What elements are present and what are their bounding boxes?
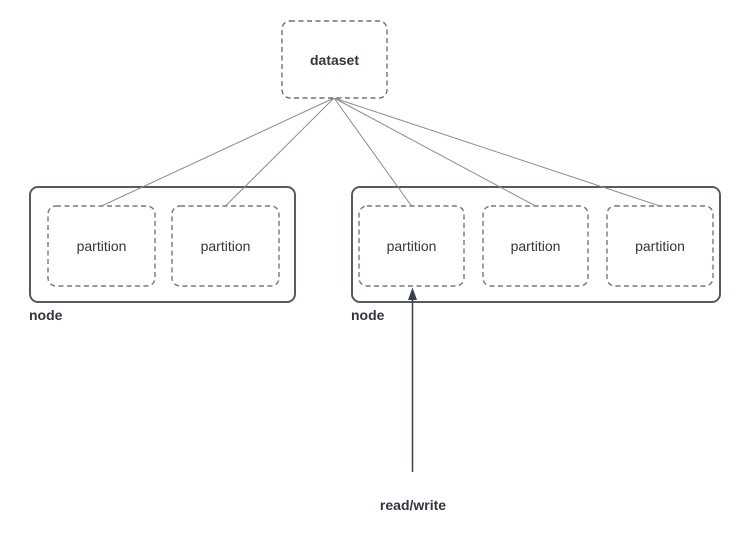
partition-box-right-3 [606,205,714,287]
read-write-arrowhead-icon [408,287,417,300]
partition-box-right-1 [358,205,465,287]
connector-left-1 [101,97,335,207]
dataset-box [281,20,388,99]
partition-box-left-1 [47,205,156,287]
connector-left-2 [225,97,335,207]
read-write-arrow [408,287,417,472]
partition-box-right-2 [482,205,589,287]
connector-right-1 [333,97,412,207]
partition-box-left-2 [171,205,280,287]
connector-right-2 [333,97,536,207]
dataset-connectors [101,97,661,207]
connector-right-3 [333,97,661,207]
